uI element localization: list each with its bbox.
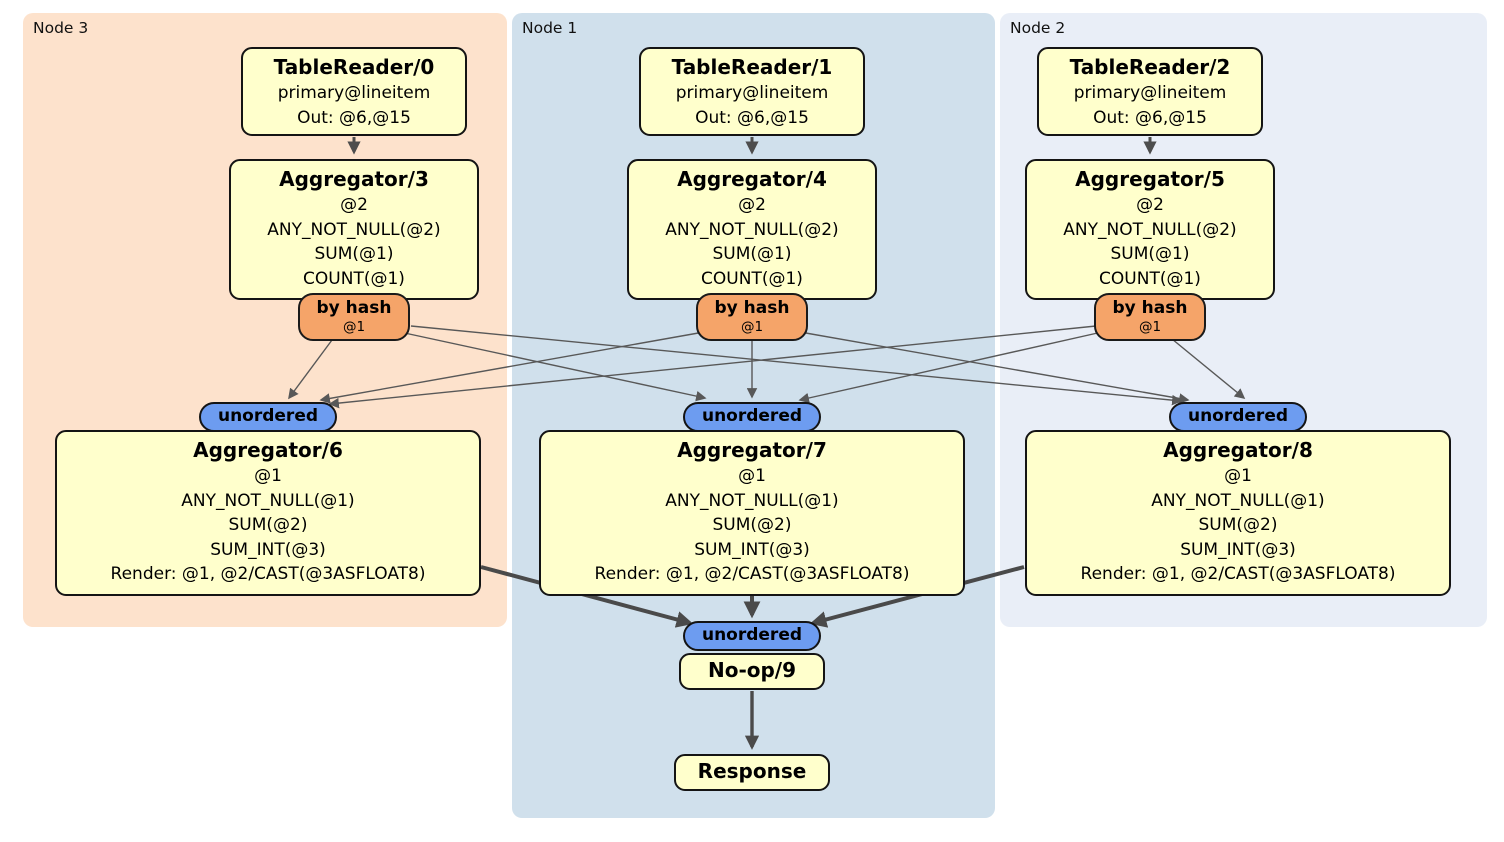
sync-unordered-node2: unordered bbox=[1169, 402, 1307, 432]
processor-index-label: primary@lineitem bbox=[675, 83, 829, 103]
processor-noop9: No-op/9 bbox=[679, 653, 825, 690]
agg-group-cols: @2 bbox=[738, 195, 766, 215]
processor-title: No-op/9 bbox=[707, 658, 797, 682]
processor-title: Aggregator/4 bbox=[677, 167, 827, 191]
agg-func: SUM(@2) bbox=[1198, 515, 1278, 535]
agg-func: SUM_INT(@3) bbox=[1180, 539, 1296, 560]
sync-unordered-node3: unordered bbox=[199, 402, 337, 432]
agg-func: ANY_NOT_NULL(@2) bbox=[267, 219, 441, 240]
agg-group-cols: @1 bbox=[254, 466, 282, 486]
agg-group-cols: @2 bbox=[340, 195, 368, 215]
sync-unordered-final: unordered bbox=[683, 621, 821, 651]
processor-aggregator3: Aggregator/3 @2 ANY_NOT_NULL(@2) SUM(@1)… bbox=[229, 159, 479, 300]
processor-index-label: primary@lineitem bbox=[1073, 83, 1227, 103]
processor-tablereader1: TableReader/1 primary@lineitem Out: @6,@… bbox=[639, 47, 865, 136]
processor-index-label: primary@lineitem bbox=[277, 83, 431, 103]
processor-title: Aggregator/8 bbox=[1163, 438, 1313, 462]
edge-byhash4-unordered6 bbox=[319, 331, 705, 404]
agg-func: ANY_NOT_NULL(@2) bbox=[1063, 219, 1237, 240]
processor-title: Aggregator/5 bbox=[1075, 167, 1225, 191]
edges-router-to-sync bbox=[288, 325, 1246, 409]
agg-func: COUNT(@1) bbox=[701, 268, 803, 289]
processor-aggregator6: Aggregator/6 @1 ANY_NOT_NULL(@1) SUM(@2)… bbox=[55, 430, 481, 596]
processor-title: TableReader/1 bbox=[671, 55, 833, 79]
processor-out-label: Out: @6,@15 bbox=[297, 107, 411, 128]
router-byhash-node2: by hash @1 bbox=[1094, 293, 1206, 341]
agg-func: SUM(@1) bbox=[712, 244, 792, 264]
agg-render-expr: Render: @1, @2/CAST(@3ASFLOAT8) bbox=[110, 564, 426, 584]
agg-func: SUM(@1) bbox=[314, 244, 394, 264]
router-label: by hash bbox=[1112, 298, 1188, 318]
router-byhash-node1: by hash @1 bbox=[696, 293, 808, 341]
agg-func: ANY_NOT_NULL(@2) bbox=[665, 219, 839, 240]
agg-func: ANY_NOT_NULL(@1) bbox=[665, 490, 839, 511]
processor-title: Aggregator/3 bbox=[279, 167, 429, 191]
agg-group-cols: @1 bbox=[738, 466, 766, 486]
processor-response: Response bbox=[674, 754, 830, 791]
router-hash-cols: @1 bbox=[740, 319, 764, 335]
processor-aggregator5: Aggregator/5 @2 ANY_NOT_NULL(@2) SUM(@1)… bbox=[1025, 159, 1275, 300]
edge-byhash3-unordered6 bbox=[288, 339, 333, 400]
agg-func: SUM_INT(@3) bbox=[694, 539, 810, 560]
processor-aggregator4: Aggregator/4 @2 ANY_NOT_NULL(@2) SUM(@1)… bbox=[627, 159, 877, 300]
processor-out-label: Out: @6,@15 bbox=[695, 107, 809, 128]
panel-label-node2: Node 2 bbox=[1010, 19, 1066, 37]
agg-render-expr: Render: @1, @2/CAST(@3ASFLOAT8) bbox=[594, 564, 910, 584]
processor-title: TableReader/0 bbox=[273, 55, 435, 79]
agg-func: SUM(@2) bbox=[228, 515, 308, 535]
agg-func: COUNT(@1) bbox=[303, 268, 405, 289]
agg-func: SUM_INT(@3) bbox=[210, 539, 326, 560]
agg-func: SUM(@1) bbox=[1110, 244, 1190, 264]
agg-render-expr: Render: @1, @2/CAST(@3ASFLOAT8) bbox=[1080, 564, 1396, 584]
sync-unordered-node1: unordered bbox=[683, 402, 821, 432]
router-byhash-node3: by hash @1 bbox=[298, 293, 410, 341]
agg-group-cols: @1 bbox=[1224, 466, 1252, 486]
agg-func: ANY_NOT_NULL(@1) bbox=[181, 490, 355, 511]
processor-title: Aggregator/7 bbox=[677, 438, 827, 462]
processor-tablereader2: TableReader/2 primary@lineitem Out: @6,@… bbox=[1037, 47, 1263, 136]
router-label: by hash bbox=[316, 298, 392, 318]
agg-func: ANY_NOT_NULL(@1) bbox=[1151, 490, 1325, 511]
edge-byhash4-unordered8 bbox=[799, 331, 1190, 404]
edge-byhash5-unordered6 bbox=[328, 325, 1097, 409]
processor-aggregator8: Aggregator/8 @1 ANY_NOT_NULL(@1) SUM(@2)… bbox=[1025, 430, 1451, 596]
agg-func: SUM(@2) bbox=[712, 515, 792, 535]
processor-tablereader0: TableReader/0 primary@lineitem Out: @6,@… bbox=[241, 47, 467, 136]
processor-title: Aggregator/6 bbox=[193, 438, 343, 462]
processor-out-label: Out: @6,@15 bbox=[1093, 107, 1207, 128]
router-hash-cols: @1 bbox=[1138, 319, 1162, 335]
panel-label-node3: Node 3 bbox=[33, 19, 89, 37]
processor-aggregator7: Aggregator/7 @1 ANY_NOT_NULL(@1) SUM(@2)… bbox=[539, 430, 965, 596]
agg-func: COUNT(@1) bbox=[1099, 268, 1201, 289]
processor-title: TableReader/2 bbox=[1069, 55, 1231, 79]
edge-byhash3-unordered7 bbox=[399, 331, 707, 402]
edge-byhash3-unordered8 bbox=[410, 325, 1183, 406]
panel-label-node1: Node 1 bbox=[522, 19, 578, 37]
processor-title: Response bbox=[697, 759, 807, 783]
router-hash-cols: @1 bbox=[342, 319, 366, 335]
router-label: by hash bbox=[714, 298, 790, 318]
agg-group-cols: @2 bbox=[1136, 195, 1164, 215]
edge-byhash5-unordered8 bbox=[1171, 338, 1246, 399]
edges-tablereader-to-aggregator bbox=[347, 137, 1157, 155]
edge-byhash5-unordered7 bbox=[798, 331, 1103, 404]
